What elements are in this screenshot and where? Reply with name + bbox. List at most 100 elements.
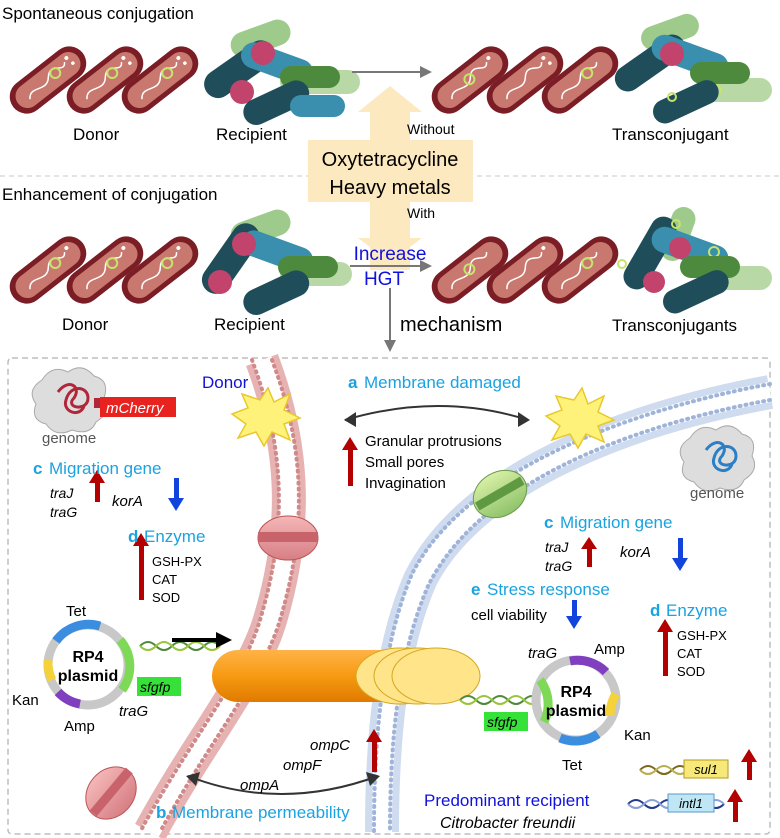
a-letter: a (348, 373, 358, 392)
damage-star-left-icon (230, 386, 302, 448)
e-title: Stress response (487, 580, 610, 599)
enzyme-right-2: CAT (677, 646, 702, 661)
a-item-2: Small pores (365, 454, 444, 471)
recipient-genome-label: genome (690, 485, 744, 502)
arrowhead-left (344, 412, 356, 427)
donor-genome-icon (31, 367, 108, 434)
recipient-porin (472, 469, 528, 519)
d-title-left: Enzyme (144, 527, 205, 546)
up-arrow-icon (89, 437, 757, 822)
donor-label-bottom: Donor (62, 315, 109, 334)
ompf-label: ompF (283, 757, 322, 774)
mcherry-box (100, 397, 176, 417)
donor-cells-result-bottom (431, 236, 619, 304)
dna-strand-right (459, 695, 541, 705)
sfgfp-box-left (137, 677, 181, 696)
trag-left: traG (50, 504, 77, 520)
recipient-membrane (365, 375, 774, 834)
ompa-label: ompA (240, 777, 279, 794)
intl1-gene (627, 793, 725, 813)
down-arrow-icon (168, 478, 688, 629)
with-label: With (407, 205, 435, 221)
donor-cells-bottom (9, 236, 199, 304)
donor-cells-result-top (431, 46, 619, 114)
donor-genome-label: genome (42, 430, 96, 447)
spontaneous-title: Spontaneous conjugation (2, 4, 194, 23)
e-letter: e (471, 580, 480, 599)
plasmid-right-line2: plasmid (546, 703, 606, 720)
rp4-plasmid-left (43, 619, 135, 710)
recipient-label-bottom: Recipient (214, 315, 285, 334)
kora-right: korA (620, 544, 651, 561)
recipient-cluster-top (204, 19, 360, 126)
flow-arrow-bottom (350, 260, 432, 352)
recipient-cluster-bottom (201, 209, 352, 316)
membrane-damaged-arrow (344, 405, 529, 421)
kora-left: korA (112, 493, 143, 510)
increase-label: Increase (354, 244, 427, 265)
sfgfp-box-right (484, 712, 528, 731)
arrowhead-right (518, 412, 530, 427)
sul1-gene (639, 759, 729, 779)
enzyme-left-3: SOD (152, 590, 180, 605)
stressor-arrows (308, 86, 473, 270)
trag-plasmid-left: traG (119, 703, 149, 720)
sul1-label: sul1 (694, 762, 718, 777)
arrowhead-right2 (366, 772, 380, 786)
dna-strand-left (139, 641, 221, 651)
recipient-genome-icon (679, 425, 756, 492)
d-letter-right: d (650, 601, 660, 620)
sfgfp-right: sfgfp (487, 714, 518, 730)
donor-cell-label: Donor (202, 373, 249, 392)
mechanism-label: mechanism (400, 314, 502, 336)
hgt-label: HGT (364, 269, 405, 290)
sfgfp-left: sfgfp (140, 679, 171, 695)
traj-right: traJ (545, 539, 569, 555)
recipient-label-top: Recipient (216, 125, 287, 144)
rp4-plasmid-right (531, 655, 621, 746)
kan-right: Kan (624, 727, 651, 744)
cell-viability: cell viability (471, 607, 547, 624)
species-name: Citrobacter freundii (440, 815, 576, 832)
stressor-line1: Oxytetracycline (322, 149, 459, 171)
predominant-recipient: Predominant recipient (424, 791, 590, 810)
plasmid-left-line2: plasmid (58, 668, 118, 685)
stressor-line2: Heavy metals (329, 177, 450, 199)
plasmid-right-line1: RP4 (560, 684, 591, 701)
enzyme-right-3: SOD (677, 664, 705, 679)
donor-cells-top (9, 46, 199, 114)
c-title-left: Migration gene (49, 459, 161, 478)
b-title: Membrane permeability (172, 803, 350, 822)
d-title-right: Enzyme (666, 601, 727, 620)
a-title: Membrane damaged (364, 373, 521, 392)
donor-porin-upper (257, 515, 319, 561)
donor-label-top: Donor (73, 125, 120, 144)
membrane-permeability-arrow (187, 775, 379, 795)
enzyme-left-1: GSH-PX (152, 554, 202, 569)
transconjugant-cluster-top (614, 13, 772, 124)
transfer-arrow-icon (172, 632, 232, 648)
kan-left: Kan (12, 692, 39, 709)
flow-arrow-top (352, 66, 432, 78)
without-label: Without (407, 121, 455, 137)
ompc-label: ompC (310, 737, 350, 754)
mcherry-label: mCherry (106, 400, 165, 417)
traj-left: traJ (50, 485, 74, 501)
tet-right: Tet (562, 757, 583, 774)
amp-right: Amp (594, 641, 625, 658)
a-item-1: Granular protrusions (365, 433, 502, 450)
c-title-right: Migration gene (560, 513, 672, 532)
b-letter: b (156, 803, 166, 822)
transconjugants-label: Transconjugants (612, 316, 737, 335)
trag-plasmid-right: traG (528, 645, 558, 662)
transconjugant-cluster-bottom (617, 206, 772, 314)
intl1-label: intl1 (679, 796, 703, 811)
trag-right: traG (545, 558, 572, 574)
enzyme-right-1: GSH-PX (677, 628, 727, 643)
conjugation-pilus (212, 647, 481, 705)
damage-star-right-icon (544, 386, 616, 450)
d-letter-left: d (128, 527, 138, 546)
c-letter-right: c (544, 513, 553, 532)
enhancement-title: Enhancement of conjugation (2, 185, 218, 204)
